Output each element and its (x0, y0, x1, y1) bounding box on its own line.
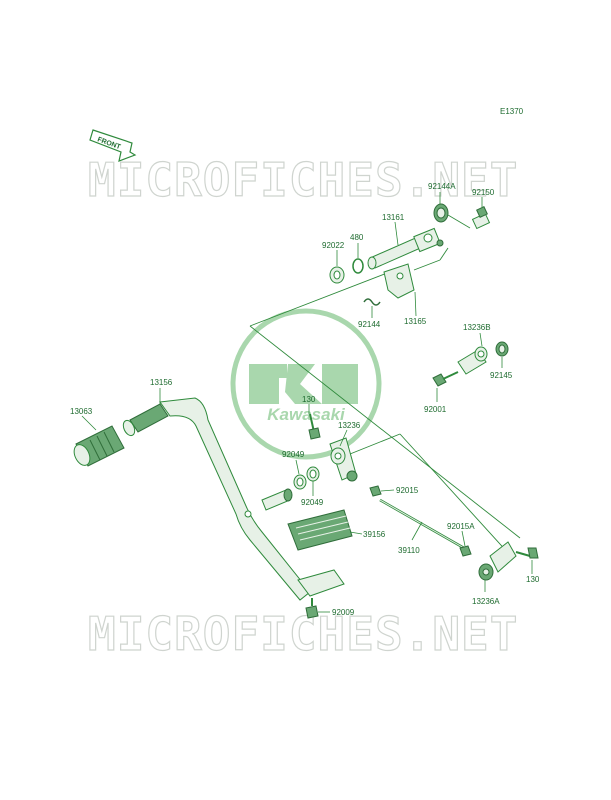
label-92049-b: 92049 (301, 498, 324, 507)
lever-13236 (329, 437, 358, 482)
watermark-top: MICROFICHES.NET (88, 153, 518, 207)
label-92009: 92009 (332, 608, 355, 617)
circlip-480 (352, 258, 364, 274)
label-39110: 39110 (398, 546, 420, 555)
bolt-92001 (432, 371, 459, 387)
label-13236B: 13236B (463, 323, 491, 332)
nut-92015 (369, 485, 382, 497)
label-13063: 13063 (70, 407, 93, 416)
spring-92144 (363, 298, 381, 306)
diagram-ref-code: E1370 (500, 107, 524, 116)
spring-92145 (495, 341, 509, 357)
lever-13236A (478, 541, 517, 581)
washer-92022 (329, 266, 345, 284)
label-13161: 13161 (382, 213, 405, 222)
watermark-bottom: MICROFICHES.NET (88, 607, 518, 661)
logo-wordmark: Kawasaki (267, 405, 346, 424)
label-13236A: 13236A (472, 597, 500, 606)
assembly-frame (249, 247, 521, 556)
plate-13165 (383, 263, 415, 299)
label-130-right: 130 (526, 575, 540, 584)
label-92049-a: 92049 (282, 450, 305, 459)
spring-92144A (433, 203, 471, 229)
label-13165: 13165 (404, 317, 427, 326)
rubber-grip-13063 (73, 425, 125, 467)
screw-92009 (305, 598, 319, 619)
bolt-130-top (308, 413, 321, 440)
label-92150: 92150 (472, 188, 495, 197)
label-480: 480 (350, 233, 364, 242)
label-92015A: 92015A (447, 522, 475, 531)
seal-92049-a (293, 474, 307, 490)
label-92015: 92015 (396, 486, 419, 495)
label-92144A: 92144A (428, 182, 456, 191)
bolt-92150 (471, 206, 491, 230)
label-92145: 92145 (490, 371, 513, 380)
shift-pedal-13156 (122, 397, 345, 601)
shift-shaft-13161 (367, 227, 444, 270)
label-13236: 13236 (338, 421, 361, 430)
label-39156: 39156 (363, 530, 386, 539)
kawasaki-logo: Kawasaki (230, 308, 382, 460)
lever-13236B (457, 346, 488, 375)
bolt-130-right (515, 547, 539, 559)
label-130-top: 130 (302, 395, 316, 404)
label-13156: 13156 (150, 378, 173, 387)
nut-92015A (459, 545, 472, 557)
tie-rod-39110 (379, 498, 465, 550)
label-92144: 92144 (358, 320, 381, 329)
rubber-pad-39156 (287, 509, 353, 551)
seal-92049-b (306, 466, 320, 482)
label-92001: 92001 (424, 405, 447, 414)
label-92022: 92022 (322, 241, 345, 250)
